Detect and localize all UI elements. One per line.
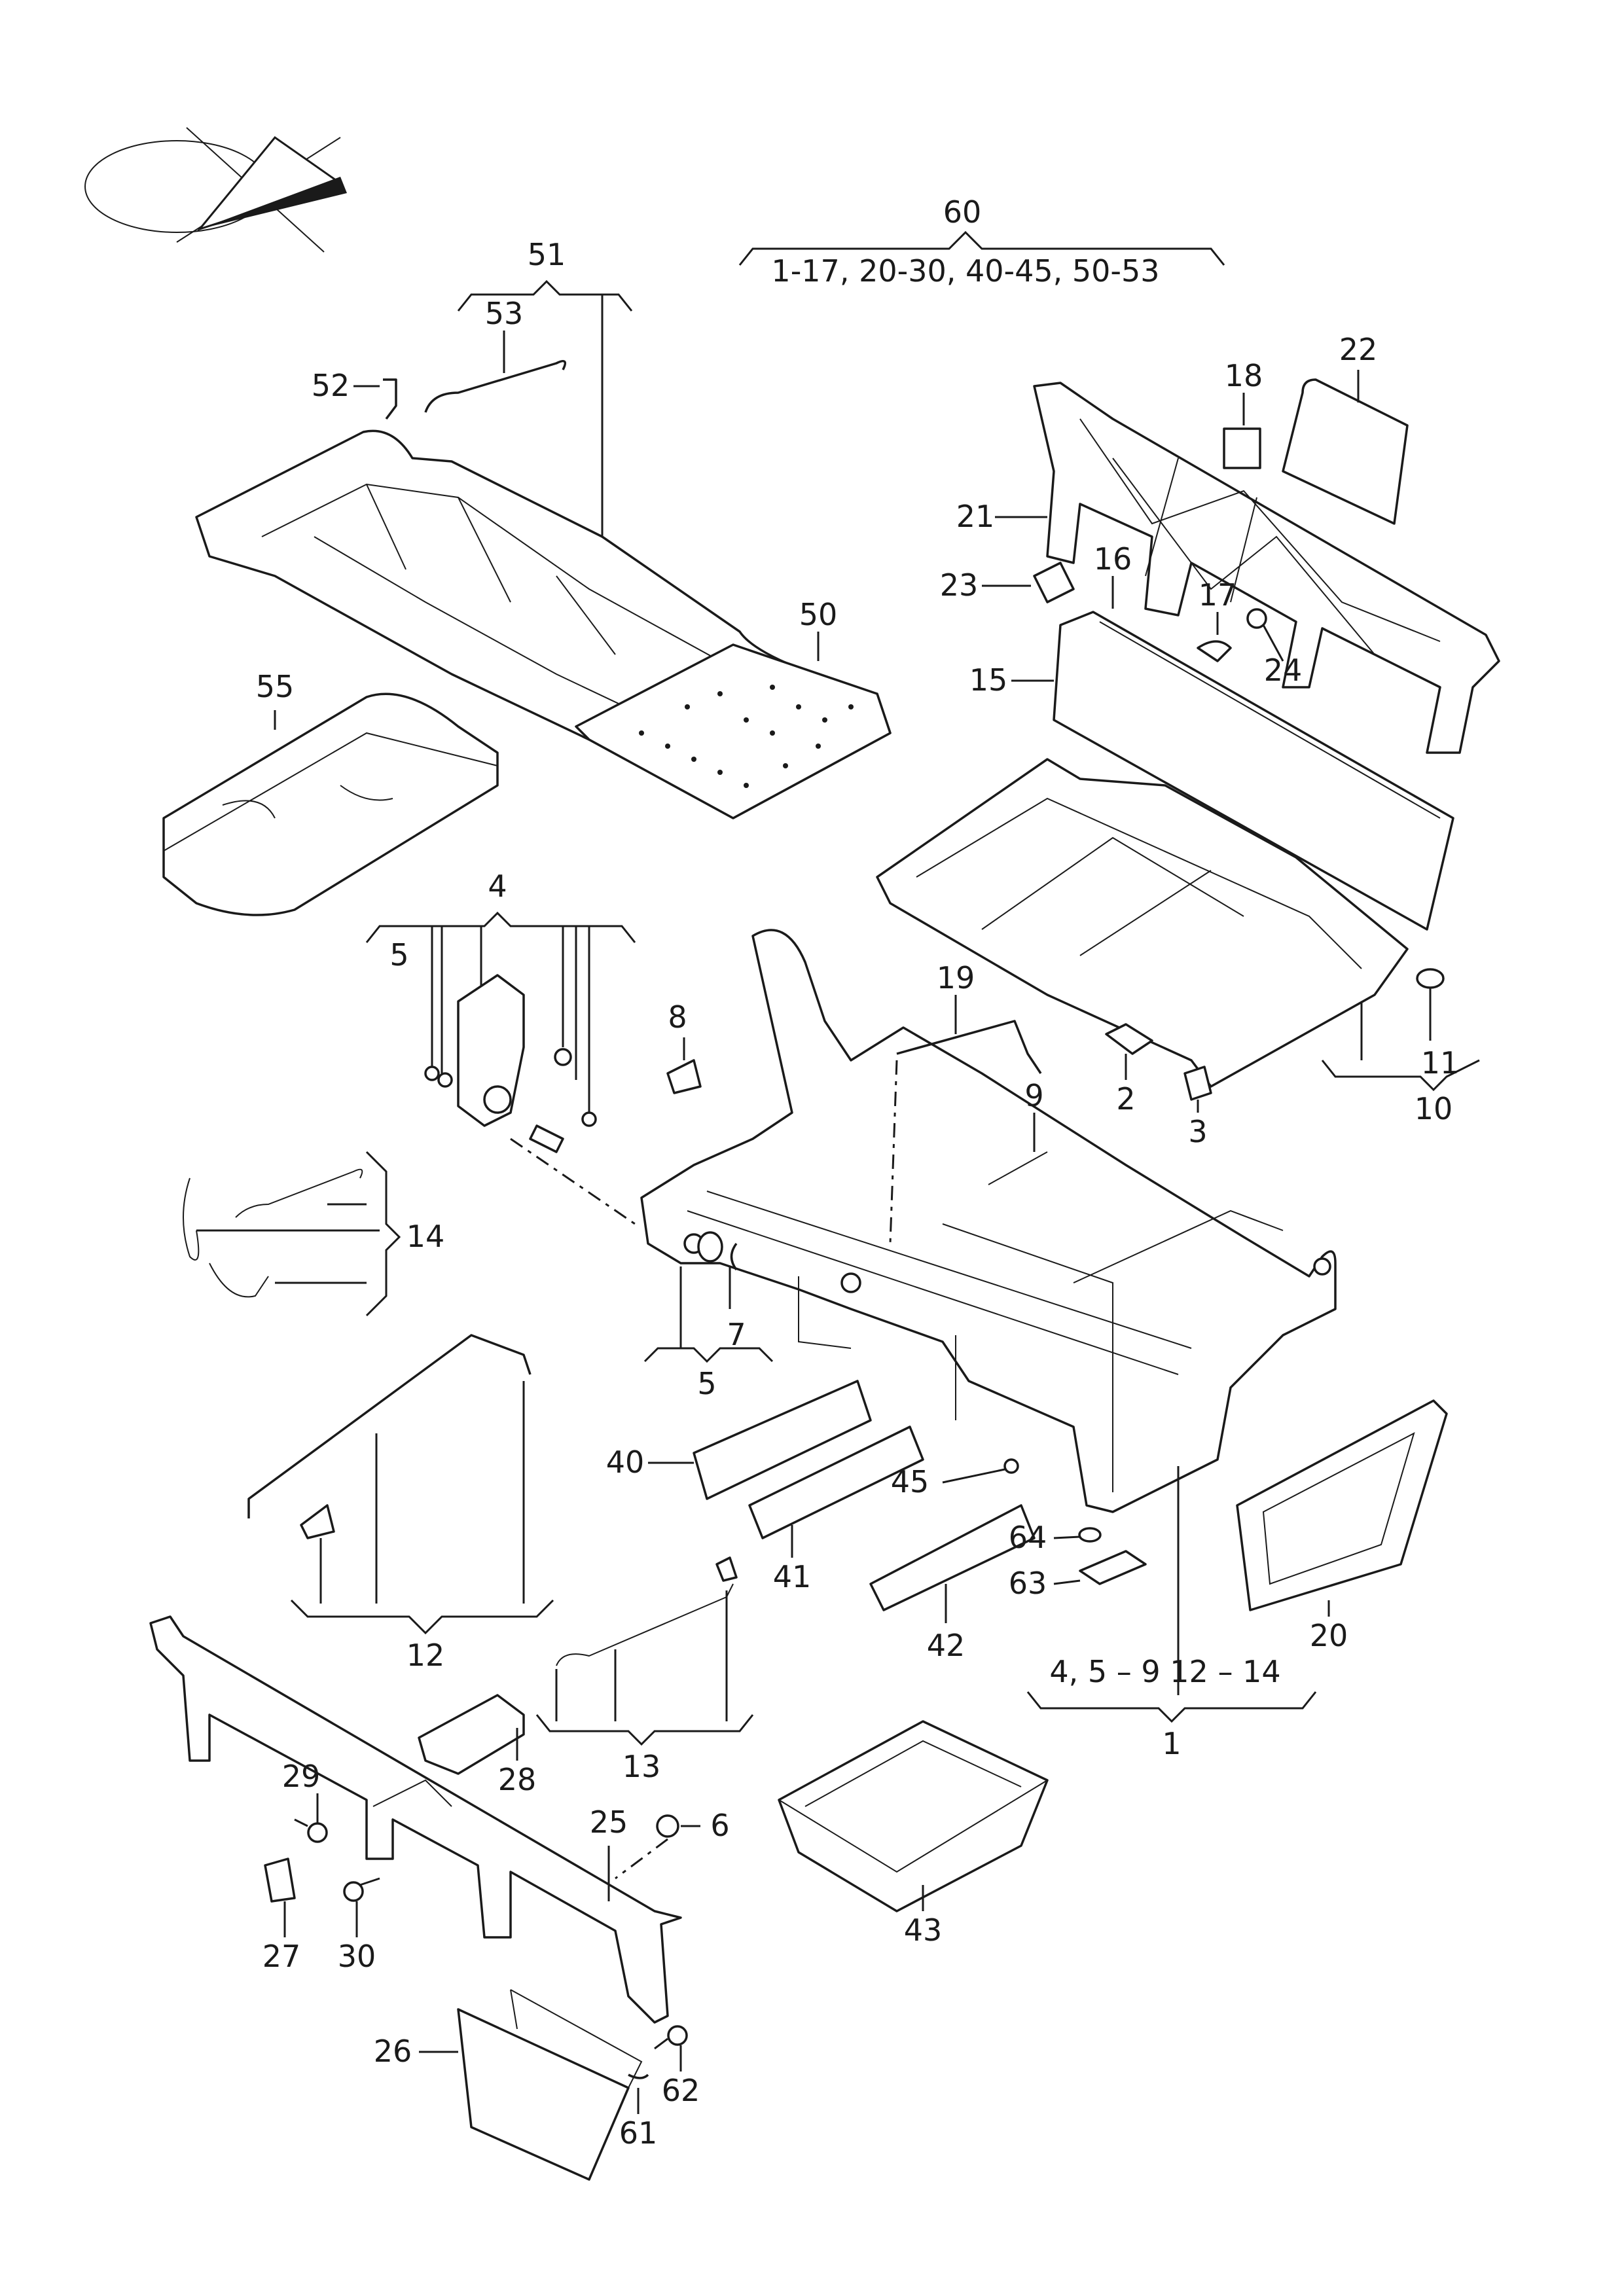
group-14-number: 14 [406, 1219, 445, 1254]
part-14-springs: 14 [183, 1151, 445, 1317]
group-1-range: 4, 5 – 9 12 – 14 [1049, 1654, 1280, 1689]
part-19-bar: 19 [889, 960, 1042, 1244]
callout-9: 9 [1024, 1078, 1043, 1113]
callout-26: 26 [374, 2034, 412, 2069]
part-20-tray: 20 [1236, 1399, 1448, 1653]
callout-42: 42 [927, 1628, 965, 1663]
part-53-rod: 53 [424, 296, 567, 413]
callout-15: 15 [969, 662, 1008, 698]
callout-16: 16 [1094, 541, 1132, 577]
callout-6: 6 [710, 1808, 729, 1843]
callout-64: 64 [1009, 1520, 1047, 1555]
callout-27: 27 [262, 1939, 301, 1974]
callout-2: 2 [1116, 1081, 1135, 1117]
callout-43: 43 [904, 1912, 943, 1948]
part-8-clip: 8 [666, 999, 702, 1094]
part-11-bumper: 11 [1416, 968, 1460, 1081]
group-5-bracket: 7 5 [643, 1231, 774, 1401]
part-40-rail: 40 [606, 1380, 872, 1500]
callout-29: 29 [282, 1759, 321, 1794]
part-23-clip: 23 [940, 562, 1075, 603]
part-27-label: 27 [262, 1857, 301, 1974]
callout-24: 24 [1264, 653, 1303, 688]
seat-cushion: 50 [195, 429, 892, 819]
part-15-panel: 15 [969, 611, 1454, 931]
part-52-clip: 52 [312, 368, 397, 420]
callout-61: 61 [619, 2115, 658, 2151]
callout-8: 8 [668, 999, 687, 1035]
group-1-number: 1 [1162, 1726, 1181, 1761]
callout-41: 41 [773, 1559, 812, 1594]
parts-63-64: 64 63 [1009, 1520, 1147, 1601]
callout-28: 28 [498, 1762, 537, 1797]
callout-17: 17 [1199, 577, 1237, 613]
callout-3: 3 [1188, 1114, 1207, 1149]
part-28-switch: 28 [418, 1694, 537, 1797]
callout-25: 25 [590, 1804, 628, 1840]
part-62-bolt: 62 [654, 2025, 700, 2108]
group-13-number: 13 [623, 1749, 661, 1784]
part-55-pad: 55 [162, 669, 499, 916]
group-10-number: 10 [1415, 1091, 1453, 1126]
callout-55: 55 [256, 669, 295, 704]
group-60-bracket: 60 1-17, 20-30, 40-45, 50-53 [738, 194, 1225, 289]
parts-16-17-24: 16 17 24 [1094, 541, 1303, 688]
callout-18: 18 [1225, 358, 1263, 393]
part-45-bolt: 45 [891, 1458, 1019, 1499]
callout-52: 52 [312, 368, 350, 403]
group-4-bracket: 4 5 [365, 869, 636, 1225]
part-13-cable: 13 [535, 1556, 754, 1784]
part-12-rod: 12 [247, 1334, 554, 1673]
group-51-bracket: 51 [457, 237, 633, 537]
part-1-frame [640, 929, 1337, 1513]
group-4-number: 4 [488, 869, 507, 904]
part-18-label: 18 [1223, 358, 1263, 469]
callout-5-upper: 5 [389, 937, 408, 973]
group-10-bracket: 10 [1321, 1001, 1480, 1126]
callout-19: 19 [937, 960, 975, 996]
part-21-backrest: 21 [956, 382, 1500, 754]
callout-21: 21 [956, 499, 995, 534]
callout-62: 62 [662, 2073, 700, 2108]
part-42-rail: 42 [869, 1504, 1036, 1663]
part-10-seat-pan [876, 758, 1409, 1088]
callout-11: 11 [1421, 1045, 1460, 1081]
part-61-clip: 61 [619, 2073, 658, 2151]
parts-2-3: 2 3 [1105, 1023, 1212, 1149]
group-60-number: 60 [943, 194, 982, 230]
callout-63: 63 [1009, 1566, 1047, 1601]
callout-7: 7 [727, 1317, 746, 1352]
group-5-number: 5 [697, 1366, 716, 1401]
group-51-number: 51 [528, 237, 566, 272]
part-41-rail: 41 [748, 1426, 924, 1594]
part-29-screw: 29 [282, 1759, 328, 1843]
callout-45: 45 [891, 1464, 929, 1499]
part-26-bin: 26 [374, 1989, 643, 2181]
callout-50: 50 [799, 597, 838, 632]
part-6-fastener: 6 [615, 1808, 730, 1880]
group-1-bracket: 4, 5 – 9 12 – 14 1 [1026, 1466, 1317, 1761]
group-60-range: 1-17, 20-30, 40-45, 50-53 [771, 253, 1159, 289]
part-25-trim: 25 [149, 1615, 682, 2024]
callout-23: 23 [940, 567, 979, 603]
orientation-compass-icon [84, 127, 347, 253]
part-30-screw: 30 [338, 1877, 380, 1974]
part-9-cable: 9 [988, 1078, 1048, 1185]
callout-53: 53 [485, 296, 524, 331]
callout-30: 30 [338, 1939, 376, 1974]
part-43-storage-box: 43 [778, 1720, 1049, 1948]
callout-40: 40 [606, 1444, 645, 1480]
part-22-cover: 22 [1282, 332, 1409, 525]
group-12-number: 12 [406, 1638, 445, 1673]
callout-20: 20 [1310, 1618, 1348, 1653]
callout-22: 22 [1339, 332, 1378, 367]
